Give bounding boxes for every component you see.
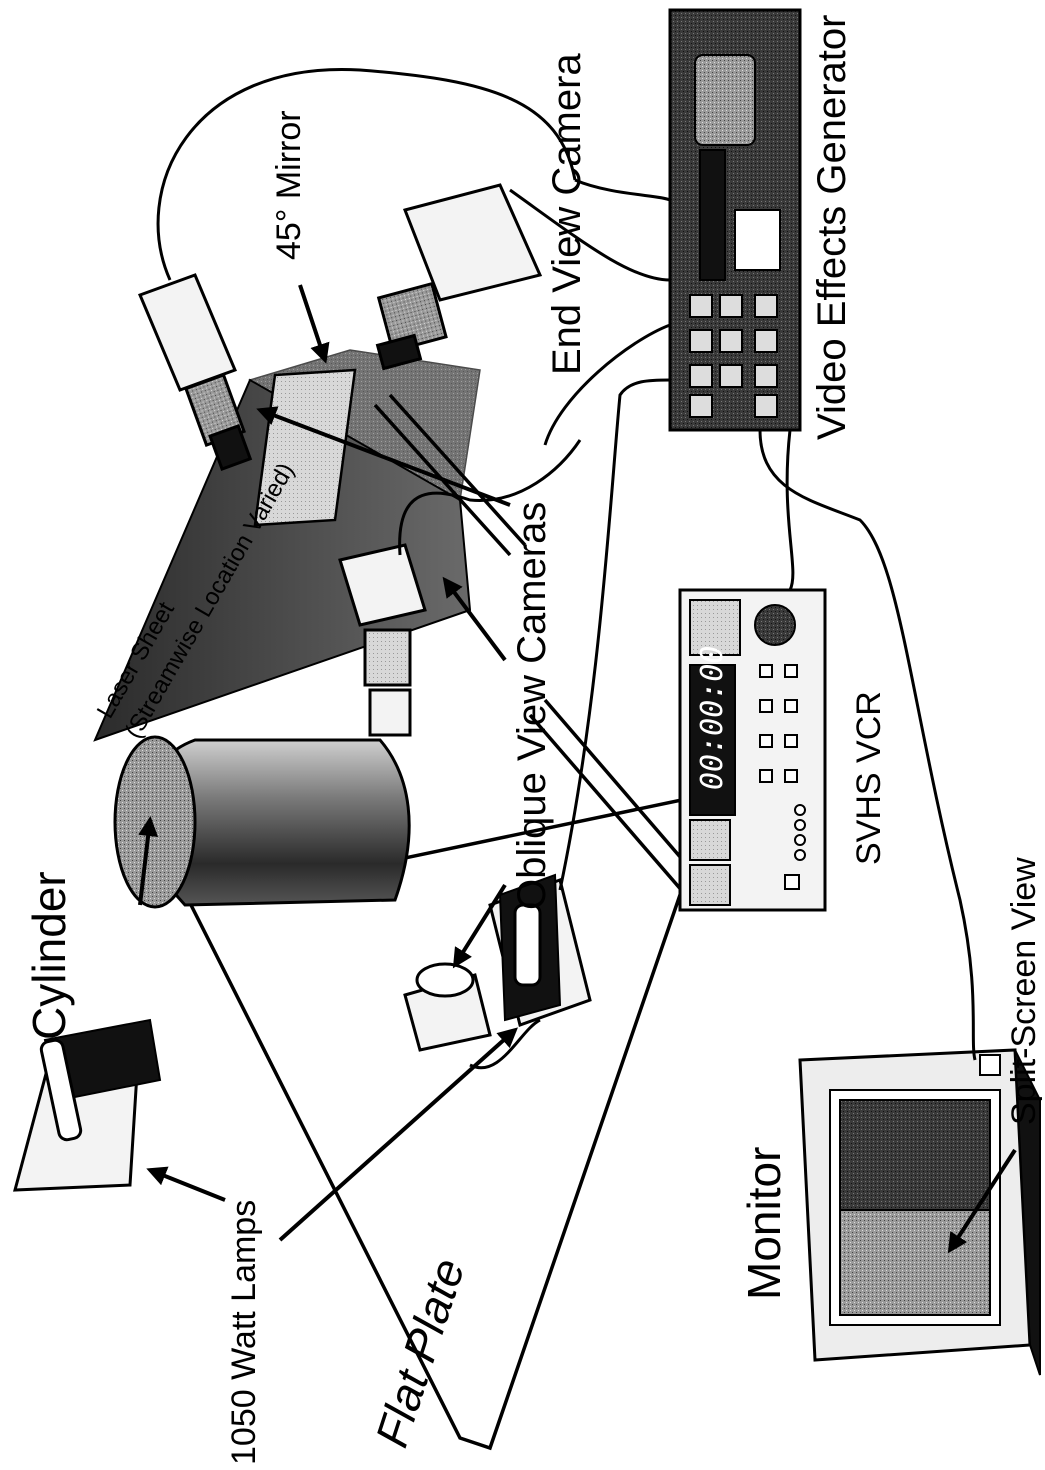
label-monitor: Monitor (738, 1147, 790, 1300)
arrow-lamp-2 (150, 1170, 225, 1200)
lamp-top-left (15, 1020, 160, 1190)
arrow-lamp-1 (280, 1030, 515, 1240)
arrow-oblique-1 (445, 580, 505, 660)
label-end-view-camera: End View Camera (545, 53, 589, 375)
label-lamps: 1050 Watt Lamps (225, 1200, 263, 1465)
label-video-effects-generator: Video Effects Generator (810, 15, 854, 440)
oblique-view-camera-lower (405, 964, 490, 1050)
video-effects-generator (670, 10, 800, 430)
monitor (800, 1050, 1040, 1375)
svhs-vcr: 00:00:00 (680, 590, 825, 910)
arrow-mirror (300, 285, 325, 360)
label-mirror: 45° Mirror (270, 110, 308, 260)
label-split-screen-view: Split-Screen View (1005, 857, 1043, 1125)
end-view-camera (378, 185, 540, 369)
vcr-time-display: 00:00:00 (695, 646, 730, 791)
label-oblique-view-cameras: Oblique View Cameras (510, 502, 554, 910)
cylinder (115, 737, 409, 907)
label-cylinder: Cylinder (23, 871, 75, 1040)
label-svhs-vcr: SVHS VCR (850, 691, 888, 865)
camera-near-mirror (140, 275, 250, 469)
